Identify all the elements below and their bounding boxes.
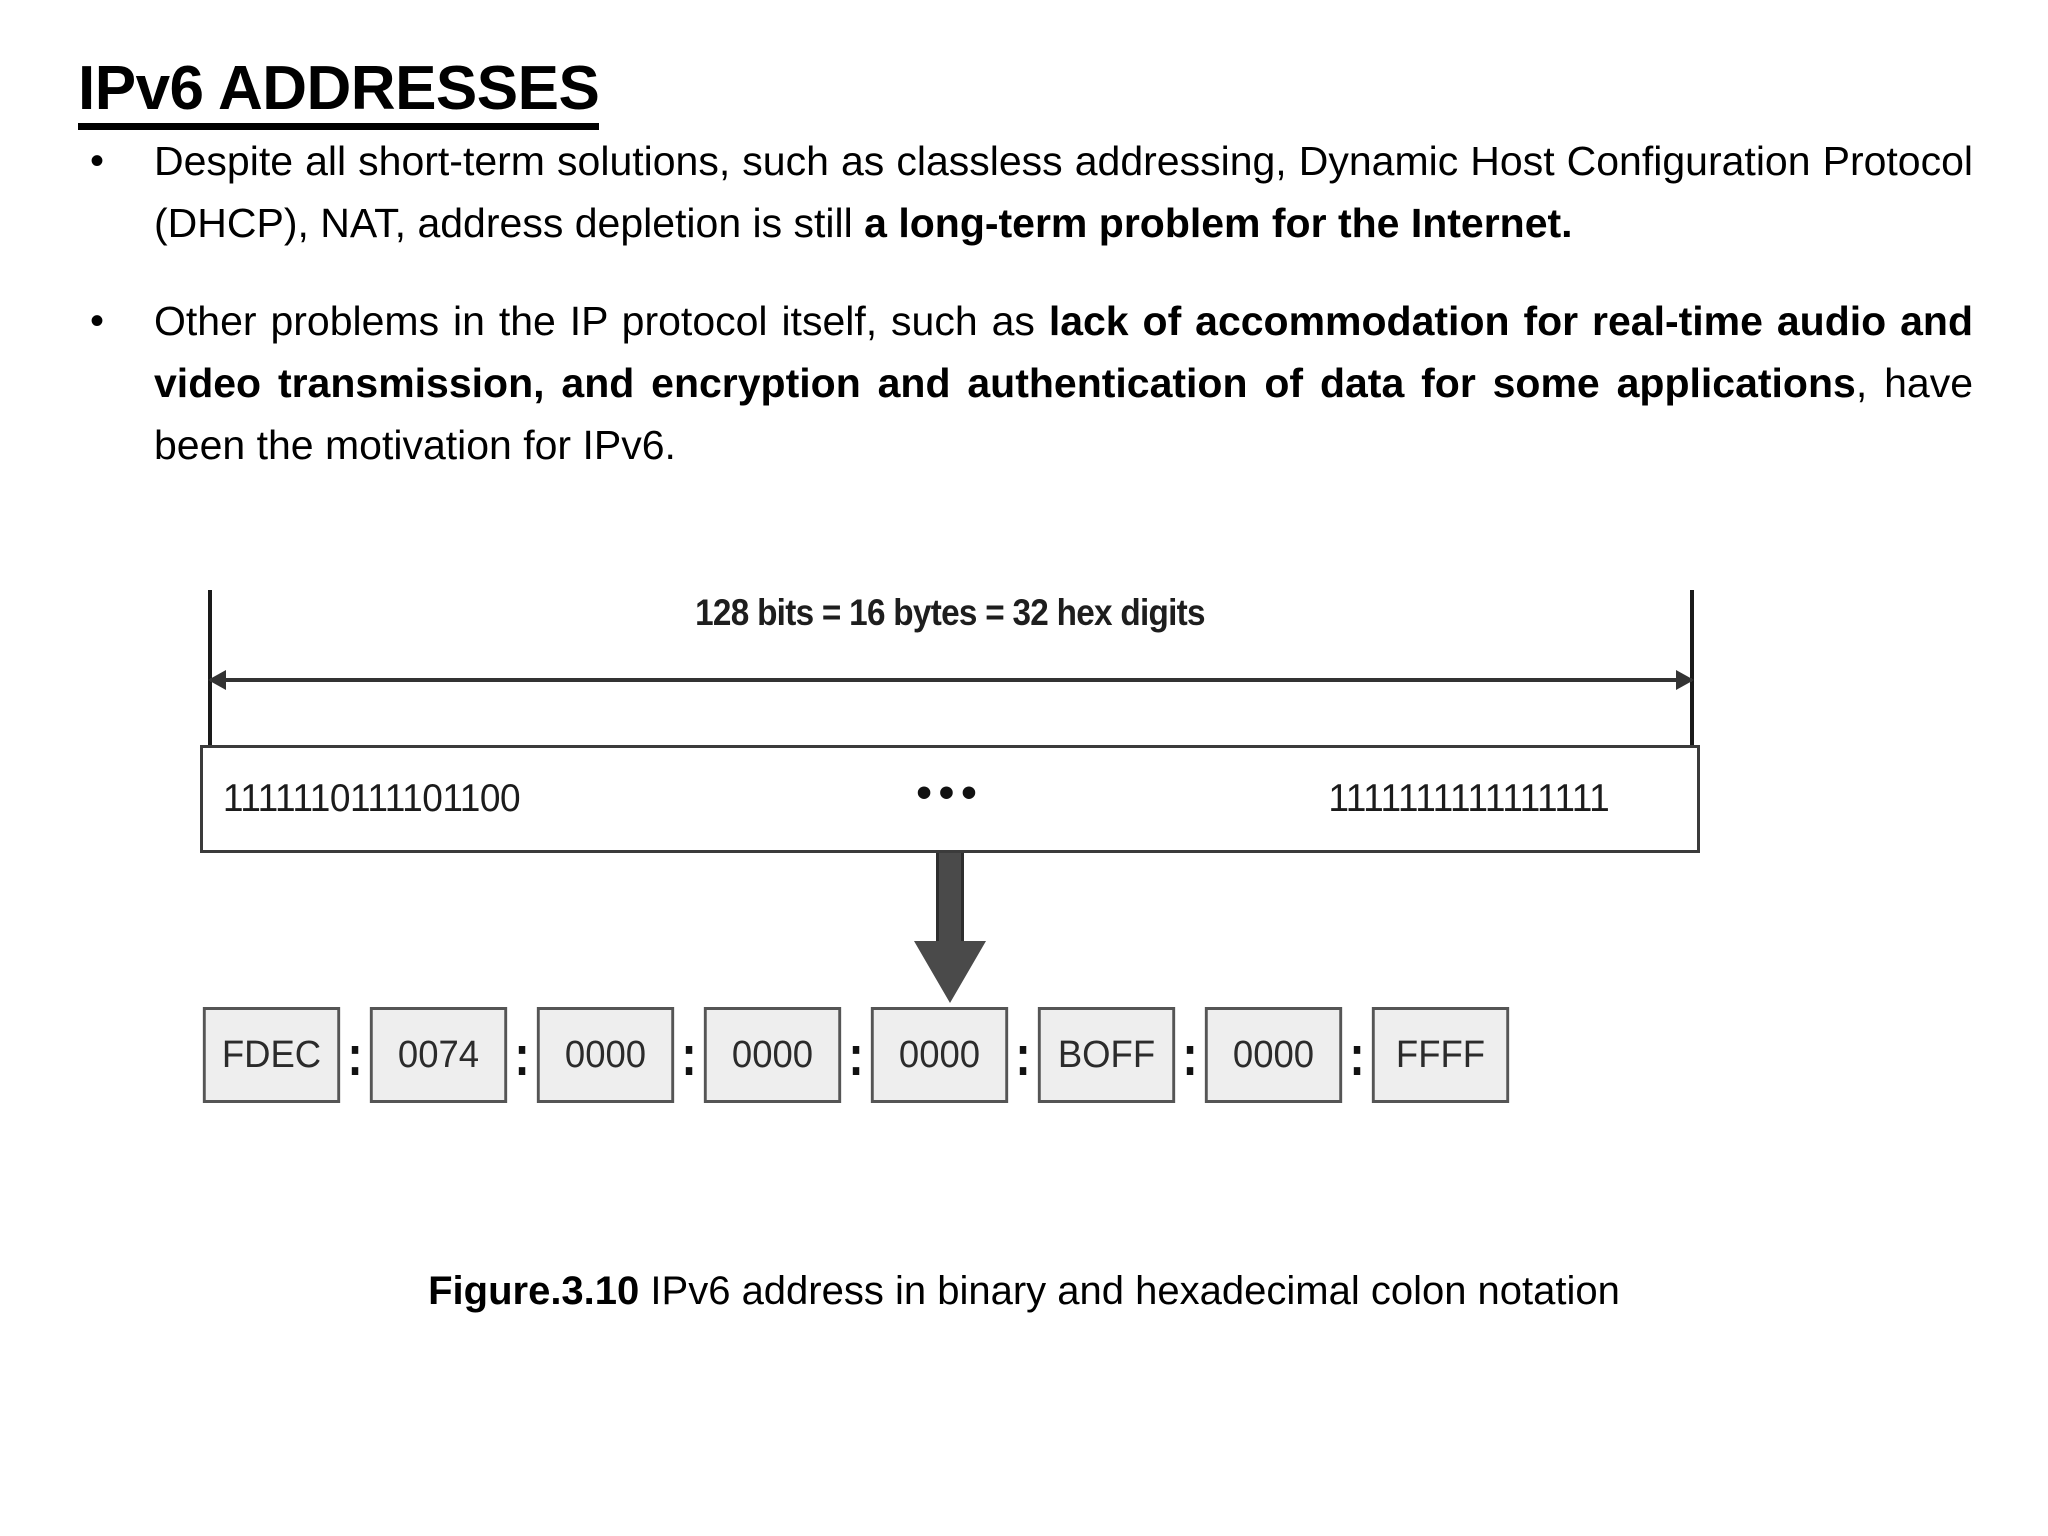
hex-group-7: FFFF xyxy=(1371,1007,1510,1103)
bullet-2-segment-bold: lack of accommodation for real-time audi… xyxy=(154,298,1973,406)
bullet-marker-icon: • xyxy=(90,299,105,343)
hex-group-row: FDEC : 0074 : 0000 : 0000 : 0000 : BOFF … xyxy=(200,1007,1700,1103)
bullet-text-1: Despite all short-term solutions, such a… xyxy=(154,130,1973,254)
hex-colon-icon: : xyxy=(1015,1022,1031,1088)
bullet-marker-icon: • xyxy=(90,139,105,183)
down-arrow-head-icon xyxy=(914,941,986,1003)
figure-caption: Figure.3.10 IPv6 address in binary and h… xyxy=(0,1265,2048,1317)
bullet-2-segment-regular-tail: , have been the motivation for IPv6. xyxy=(154,360,1973,468)
down-arrow-shaft-icon xyxy=(936,853,964,948)
page-title: IPv6 ADDRESSES xyxy=(78,55,600,130)
bullet-text-2: Other problems in the IP protocol itself… xyxy=(154,290,1973,476)
bullet-1-segment-bold: a long-term problem for the Internet. xyxy=(864,200,1573,246)
list-item: • Despite all short-term solutions, such… xyxy=(78,130,1973,254)
binary-address-bar: 1111110111101100 ••• 1111111111111111 xyxy=(200,745,1700,853)
page-title-text: IPv6 ADDRESSES xyxy=(78,55,600,130)
hex-group-4: 0000 xyxy=(870,1007,1009,1103)
span-tick-left-icon xyxy=(208,590,212,745)
figure-caption-text: IPv6 address in binary and hexadecimal c… xyxy=(639,1269,1620,1313)
hex-group-3: 0000 xyxy=(703,1007,842,1103)
hex-colon-icon: : xyxy=(1182,1022,1198,1088)
span-measure-label: 128 bits = 16 bytes = 32 hex digits xyxy=(695,592,1205,633)
bullet-1-segment-regular: Despite all short-term solutions, such a… xyxy=(154,138,1973,246)
span-tick-right-icon xyxy=(1690,590,1694,745)
hex-colon-icon: : xyxy=(681,1022,697,1088)
hex-group-5: BOFF xyxy=(1037,1007,1176,1103)
double-headed-arrow-icon xyxy=(208,670,1694,690)
binary-left-bits: 1111110111101100 xyxy=(222,777,521,820)
figure-span-measure: 128 bits = 16 bytes = 32 hex digits xyxy=(200,590,1700,745)
bullet-2-segment-regular-lead: Other problems in the IP protocol itself… xyxy=(154,298,1049,344)
binary-right-bits: 1111111111111111 xyxy=(1328,777,1610,820)
conversion-arrow xyxy=(200,853,1700,1003)
bullet-list: • Despite all short-term solutions, such… xyxy=(78,130,1973,512)
ellipsis-icon: ••• xyxy=(916,767,984,817)
figure-ipv6-address: 128 bits = 16 bytes = 32 hex digits 1111… xyxy=(200,590,1700,1103)
hex-colon-icon: : xyxy=(514,1022,530,1088)
figure-caption-label: Figure.3.10 xyxy=(428,1269,640,1313)
list-item: • Other problems in the IP protocol itse… xyxy=(78,290,1973,476)
hex-group-0: FDEC xyxy=(202,1007,341,1103)
hex-colon-icon: : xyxy=(347,1022,363,1088)
hex-colon-icon: : xyxy=(848,1022,864,1088)
hex-colon-icon: : xyxy=(1349,1022,1365,1088)
hex-group-6: 0000 xyxy=(1204,1007,1343,1103)
hex-group-2: 0000 xyxy=(536,1007,675,1103)
hex-group-1: 0074 xyxy=(369,1007,508,1103)
